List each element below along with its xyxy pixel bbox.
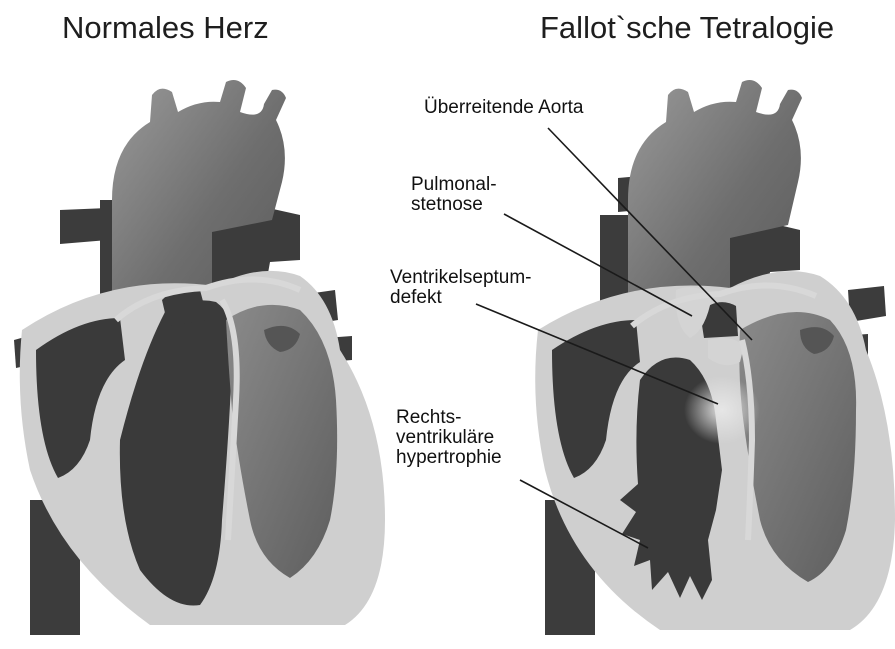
label-overriding-aorta-text: Überreitende Aorta (424, 98, 584, 118)
label-rvh-line2: ventrikuläre (396, 428, 502, 448)
label-pulmonal-line1: Pulmonal- (411, 175, 497, 195)
title-fallot: Fallot`sche Tetralogie (540, 10, 834, 46)
label-rvh: Rechts- ventrikuläre hypertrophie (396, 408, 502, 468)
label-vsd-line1: Ventrikelseptum- (390, 268, 532, 288)
label-vsd: Ventrikelseptum- defekt (390, 268, 532, 308)
title-normal-heart: Normales Herz (62, 10, 269, 46)
label-rvh-line3: hypertrophie (396, 448, 502, 468)
label-vsd-line2: defekt (390, 288, 532, 308)
label-pulmonal-stenosis: Pulmonal- stetnose (411, 175, 497, 215)
label-overriding-aorta: Überreitende Aorta (424, 98, 584, 118)
label-pulmonal-line2: stetnose (411, 195, 497, 215)
fallot-valve-blob (708, 338, 744, 365)
label-rvh-line1: Rechts- (396, 408, 502, 428)
fallot-heart (476, 80, 895, 635)
normal-heart (14, 80, 385, 635)
normal-vessel-left-stub-upper (60, 208, 108, 244)
